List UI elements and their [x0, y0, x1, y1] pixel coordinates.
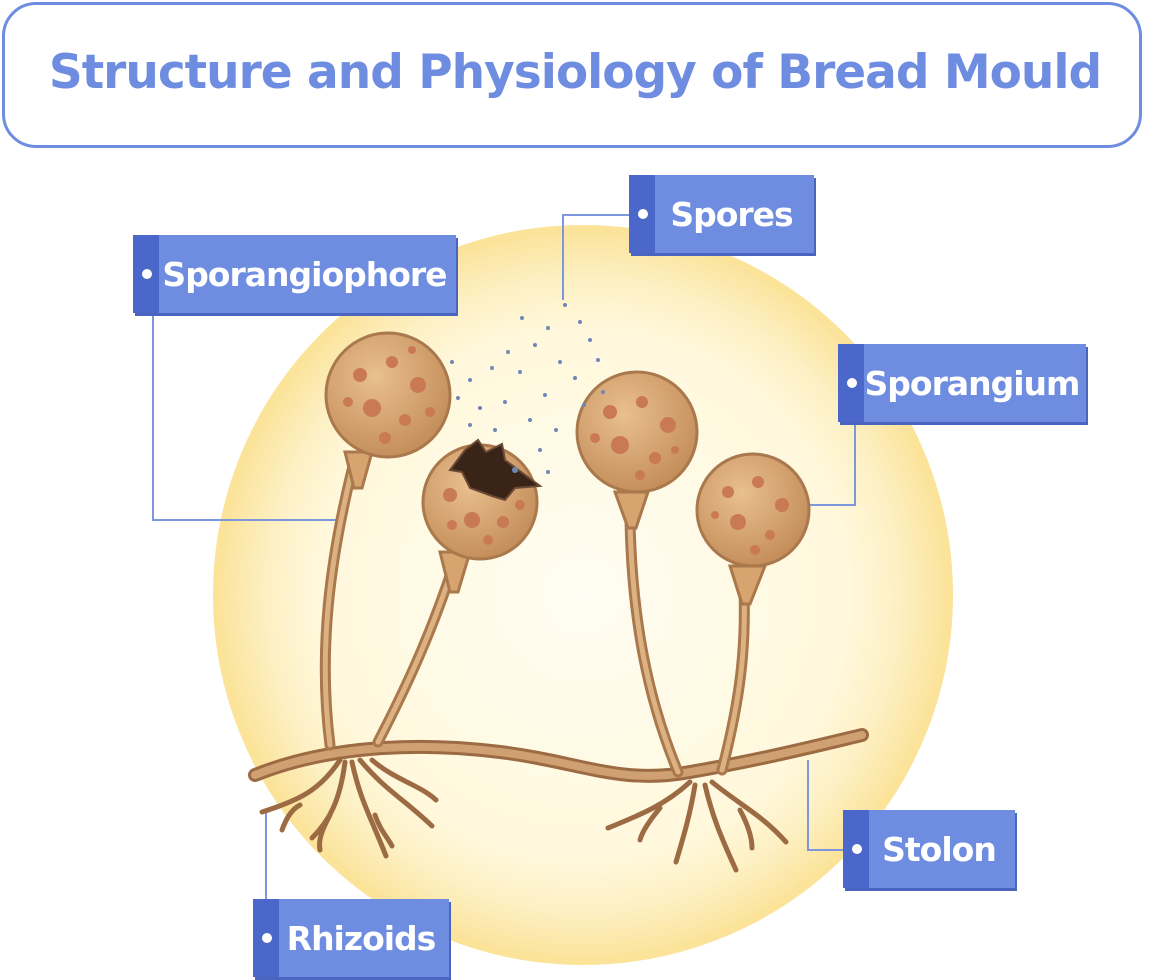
- label-sporangium: Sporangium: [838, 344, 1086, 422]
- title-banner: Structure and Physiology of Bread Mould: [2, 2, 1142, 148]
- label-stolon: Stolon: [843, 810, 1015, 888]
- label-sporangiophore: Sporangiophore: [133, 235, 456, 313]
- sporangiophore-stalk-2: [375, 567, 455, 745]
- sporangium-1: [324, 331, 452, 459]
- sporangiophore-leader: [152, 312, 336, 521]
- bullet-icon: [253, 899, 279, 977]
- page-title: Structure and Physiology of Bread Mould: [48, 45, 1102, 100]
- bullet-icon: [629, 175, 655, 253]
- sporangiophore-stalk-1: [322, 467, 355, 748]
- spore-cloud: [450, 303, 605, 474]
- label-rhizoids: Rhizoids: [253, 899, 449, 977]
- rhizoids-right: [605, 779, 789, 873]
- sporangium-2-burst: [421, 438, 543, 561]
- stolon-leader: [807, 760, 845, 851]
- bullet-icon: [133, 235, 159, 313]
- sporangiophore-stalk-3: [627, 517, 681, 775]
- rhizoids-left: [259, 757, 439, 859]
- bullet-icon: [843, 810, 869, 888]
- spores-leader: [562, 214, 630, 300]
- sporangiophore-stalk-4: [719, 587, 747, 773]
- label-spores: Spores: [629, 175, 814, 253]
- sporangium-4: [695, 452, 811, 568]
- bullet-icon: [838, 344, 864, 422]
- sporangium-3: [575, 370, 699, 494]
